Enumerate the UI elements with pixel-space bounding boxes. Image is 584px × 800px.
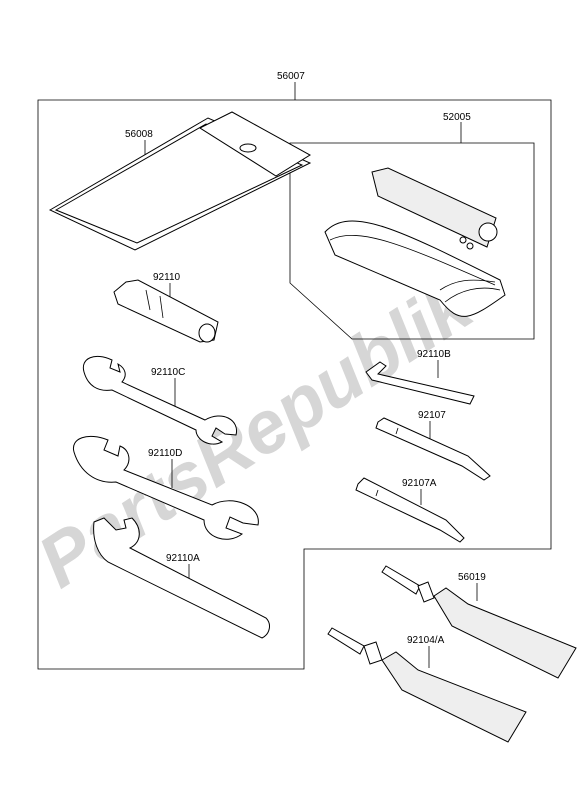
kit-outline xyxy=(37,99,552,670)
leader-lines xyxy=(144,82,478,668)
plug-wrench-drawing xyxy=(113,279,219,343)
label-56019: 56019 xyxy=(458,572,486,583)
hex-key-drawing xyxy=(365,361,475,405)
watermark-text: PartsRepublik xyxy=(24,261,490,604)
label-92110b: 92110B xyxy=(417,349,451,360)
watermark: PartsRepublik xyxy=(24,261,490,604)
tube-2-drawing xyxy=(327,627,527,743)
label-56008: 56008 xyxy=(125,129,153,140)
part-labels: 56007 56008 52005 92110 92110C 92110D 92… xyxy=(125,71,486,646)
label-92110d: 92110D xyxy=(148,448,182,459)
screwdriver-drawing xyxy=(375,417,491,481)
label-92110c: 92110C xyxy=(151,367,185,378)
pouch-drawing xyxy=(48,111,312,251)
wrench-d-drawing xyxy=(72,436,259,540)
tube-1-drawing xyxy=(381,565,577,679)
tool-bag-drawing xyxy=(324,167,506,317)
label-52005: 52005 xyxy=(443,112,471,123)
label-92104a: 92104/A xyxy=(407,635,445,646)
hook-wrench-drawing xyxy=(93,517,270,639)
label-92107a: 92107A xyxy=(402,478,437,489)
label-56007: 56007 xyxy=(277,71,305,82)
label-92110: 92110 xyxy=(153,272,181,283)
tool-bag-outline xyxy=(289,142,535,340)
screwdriver-a-drawing xyxy=(355,477,465,543)
wrench-c-drawing xyxy=(82,356,238,445)
label-92110a: 92110A xyxy=(166,553,200,564)
label-92107: 92107 xyxy=(418,410,446,421)
